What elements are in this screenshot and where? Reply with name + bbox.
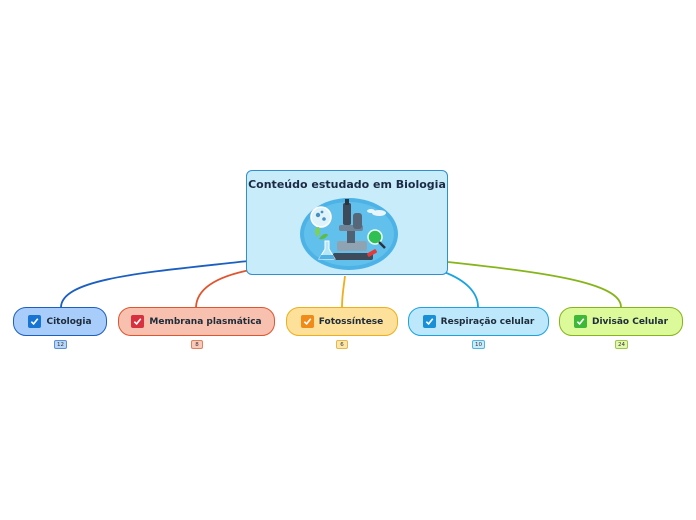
microscope-illustration-icon	[300, 198, 398, 270]
branch-respiracao-celular[interactable]: Respiração celular	[408, 307, 549, 336]
central-topic[interactable]: Conteúdo estudado em Biologia	[246, 170, 448, 275]
check-box-icon	[28, 315, 42, 328]
branch-membrana-plasmatica[interactable]: Membrana plasmática	[118, 307, 275, 336]
branch-label: Membrana plasmática	[149, 316, 262, 327]
branch-label: Divisão Celular	[591, 316, 669, 327]
branch-citologia[interactable]: Citologia	[13, 307, 107, 336]
count-badge-fotossintese: 6	[336, 340, 348, 349]
connector-membrana	[195, 269, 251, 308]
connector-citologia	[60, 260, 249, 308]
check-box-icon	[573, 315, 587, 328]
central-topic-title: Conteúdo estudado em Biologia	[248, 178, 446, 191]
branch-label: Fotossíntese	[318, 316, 384, 327]
branch-fotossintese[interactable]: Fotossíntese	[286, 307, 398, 336]
connector-respiracao	[443, 271, 479, 308]
count-badge-citologia: 12	[54, 340, 67, 349]
branch-divisao-celular[interactable]: Divisão Celular	[559, 307, 683, 336]
branch-label: Respiração celular	[440, 316, 535, 327]
check-box-icon	[131, 315, 145, 328]
count-badge-divisao-celular: 24	[615, 340, 628, 349]
count-badge-membrana-plasmatica: 8	[191, 340, 203, 349]
check-box-icon	[300, 315, 314, 328]
count-badge-respiracao-celular: 10	[472, 340, 485, 349]
branch-label: Citologia	[46, 316, 92, 327]
connector-fotossintese	[341, 275, 346, 308]
check-box-icon	[422, 315, 436, 328]
connector-divisao	[447, 261, 622, 308]
